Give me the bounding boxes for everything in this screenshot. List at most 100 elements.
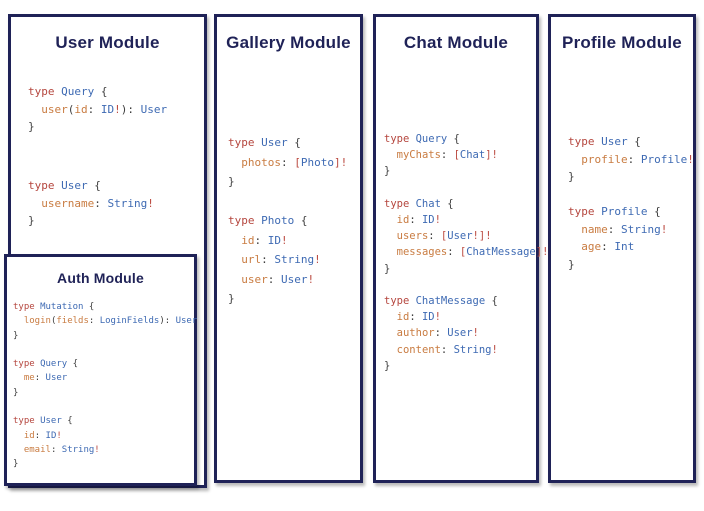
- code-token: }: [568, 257, 575, 271]
- code-token: id: [396, 311, 410, 324]
- code-token: Profile: [640, 152, 688, 166]
- code-token: Int: [614, 240, 635, 253]
- code-token: [28, 103, 41, 116]
- code-token: type: [384, 295, 416, 308]
- auth-module-title: Auth Module: [57, 270, 144, 286]
- code-token: }: [13, 387, 19, 398]
- code-token: ID: [100, 102, 115, 116]
- code-token: String: [61, 444, 95, 455]
- code-token: {: [440, 197, 454, 210]
- code-token: }: [384, 359, 391, 372]
- code-token: ):: [120, 102, 141, 116]
- code-token: type: [13, 416, 41, 427]
- code-token: [13, 316, 24, 326]
- code-token: :: [281, 155, 295, 169]
- code-token: photos: [241, 155, 281, 169]
- code-token: String: [107, 196, 148, 210]
- code-token: :: [440, 149, 454, 162]
- code-token: Profile: [601, 205, 648, 218]
- code-line: author: User!: [384, 325, 548, 341]
- code-token: [384, 230, 397, 242]
- code-line: content: String!: [384, 342, 548, 358]
- code-token: id: [396, 214, 410, 227]
- code-token: [: [459, 246, 467, 259]
- code-token: ]: [485, 149, 492, 162]
- code-line: email: String!: [13, 443, 197, 457]
- code-token: ID: [421, 311, 435, 324]
- code-token: !: [434, 311, 441, 324]
- code-line: id: ID!: [13, 429, 197, 443]
- code-token: User: [61, 179, 88, 192]
- code-token: :: [88, 316, 100, 327]
- code-token: User: [447, 230, 473, 243]
- code-token: !: [491, 149, 498, 162]
- code-line: [384, 277, 548, 293]
- code-token: !: [472, 230, 479, 243]
- code-line: }: [384, 261, 548, 277]
- code-token: type: [228, 214, 262, 227]
- code-token: users: [396, 230, 429, 243]
- code-token: User: [447, 327, 473, 340]
- code-token: [384, 149, 397, 161]
- code-token: !: [307, 272, 315, 286]
- code-token: type: [13, 359, 41, 370]
- code-token: !: [687, 152, 694, 166]
- code-token: :: [50, 444, 62, 455]
- profile-module-card: Profile Module type User { profile: Prof…: [548, 14, 696, 483]
- code-line: user: User!: [228, 270, 347, 290]
- code-token: :: [428, 230, 441, 243]
- code-token: [384, 214, 397, 226]
- code-token: Photo: [261, 214, 295, 227]
- code-token: messages: [396, 246, 448, 259]
- code-token: !: [542, 246, 549, 259]
- code-line: type User {: [568, 133, 694, 151]
- code-line: name: String!: [568, 221, 694, 239]
- code-token: {: [67, 359, 79, 370]
- code-token: String: [621, 222, 661, 236]
- code-token: String: [274, 253, 315, 266]
- code-token: {: [647, 205, 661, 218]
- code-token: Mutation: [40, 302, 84, 312]
- code-line: [228, 192, 347, 212]
- code-token: }: [384, 262, 391, 275]
- code-token: [384, 344, 397, 356]
- code-token: ChatMessage: [415, 295, 486, 308]
- code-token: !: [281, 233, 288, 247]
- code-line: type User {: [28, 177, 154, 195]
- code-token: !: [114, 102, 121, 116]
- code-token: id: [241, 233, 255, 247]
- code-token: !: [147, 196, 154, 210]
- code-token: {: [83, 302, 95, 312]
- code-line: [384, 180, 548, 196]
- user-module-code-query: type Query { user(id: ID!): User}: [28, 83, 167, 136]
- code-token: :: [447, 246, 460, 259]
- code-token: name: [581, 222, 608, 236]
- code-token: Query: [415, 133, 448, 145]
- code-token: String: [453, 343, 492, 356]
- code-token: {: [627, 135, 641, 148]
- code-token: :: [601, 240, 615, 253]
- code-token: profile: [581, 152, 628, 166]
- gallery-module-title: Gallery Module: [226, 33, 351, 52]
- code-line: id: ID!: [384, 309, 548, 325]
- code-line: login(fields: LoginFields): User: [13, 314, 197, 328]
- code-line: id: ID!: [228, 231, 347, 251]
- code-line: }: [228, 289, 347, 309]
- code-token: User: [40, 416, 62, 427]
- code-line: type Mutation {: [13, 300, 197, 314]
- code-token: :: [434, 327, 448, 340]
- code-token: User: [45, 373, 68, 384]
- code-token: ID: [45, 430, 57, 441]
- code-line: }: [384, 358, 548, 374]
- code-token: [384, 327, 397, 339]
- code-token: {: [94, 85, 108, 98]
- code-token: Photo: [300, 155, 334, 169]
- code-token: id: [23, 430, 35, 441]
- code-line: }: [13, 329, 197, 343]
- code-token: ):: [159, 316, 176, 327]
- code-line: [568, 186, 694, 204]
- code-token: ChatMessage: [466, 246, 536, 259]
- code-token: Query: [40, 359, 68, 370]
- code-line: username: String!: [28, 195, 154, 213]
